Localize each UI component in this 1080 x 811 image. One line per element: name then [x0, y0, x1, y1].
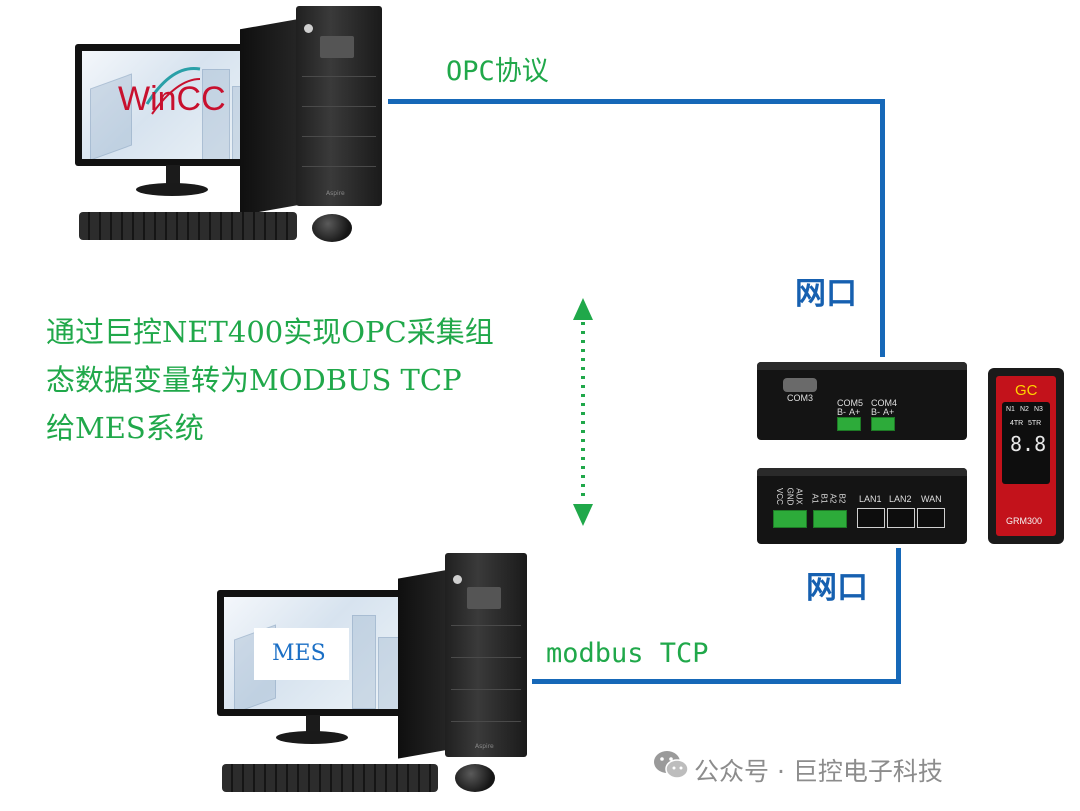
mes-screen-label: MES — [254, 628, 349, 680]
indicator-n2: N2 — [1020, 406, 1029, 413]
network-port-label-top: 网口 — [795, 276, 857, 312]
tower-side-bottom — [398, 569, 450, 759]
pin-b2: B2 — [837, 493, 847, 504]
tower-brand-bottom: Aspire — [475, 743, 494, 750]
keyboard-top — [79, 212, 297, 240]
lan2-label: LAN2 — [889, 494, 912, 504]
bus-terminal — [813, 510, 847, 528]
description-line-1: 通过巨控NET400实现OPC采集组 — [46, 315, 494, 349]
keyboard-bottom — [222, 764, 438, 792]
grm-indicator-panel — [1002, 402, 1050, 484]
com4-pin-a: A+ — [883, 407, 895, 417]
pin-a1: A1 — [810, 493, 820, 504]
wincc-swoosh-icon — [145, 66, 201, 115]
lan1-label: LAN1 — [859, 494, 882, 504]
modbus-tcp-label: modbus TCP — [546, 638, 709, 669]
gateway-device-lower: AUX GND VCC B2 A2 B1 A1 LAN1 LAN2 WAN — [757, 468, 967, 544]
tower-top: Aspire — [296, 6, 382, 206]
pin-a2: A2 — [828, 493, 838, 504]
indicator-4tr: 4TR — [1010, 420, 1024, 427]
wan-label: WAN — [921, 494, 942, 504]
gateway-device-upper: COM3 COM5 B- A+ COM4 B- A+ — [757, 362, 967, 440]
description-line-3: 给MES系统 — [46, 411, 204, 445]
pin-b1: B1 — [819, 493, 829, 504]
monitor-base-top — [136, 183, 208, 196]
front-ports — [320, 36, 354, 58]
com4-label: COM4 — [871, 398, 898, 408]
front-ports — [467, 587, 501, 609]
pin-vcc: VCC — [774, 488, 784, 505]
mouse-top — [312, 214, 352, 242]
com5-terminal — [837, 417, 861, 431]
com4-terminal — [871, 417, 895, 431]
opc-protocol-label: OPC协议 — [446, 56, 549, 87]
power-button-icon — [453, 575, 462, 584]
lan2-port — [887, 508, 915, 528]
watermark-text: 公众号 · 巨控电子科技 — [694, 757, 943, 786]
power-terminal — [773, 510, 807, 528]
tower-brand-top: Aspire — [326, 190, 345, 197]
com4-pin-b: B- — [871, 407, 880, 417]
wan-port — [917, 508, 945, 528]
monitor-base-bottom — [276, 731, 348, 744]
description-line-2: 态数据变量转为MODBUS TCP — [46, 363, 462, 397]
tower-bottom: Aspire — [445, 553, 527, 757]
modbus-connection-horizontal — [532, 679, 901, 684]
modbus-connection-vertical — [896, 548, 901, 684]
data-exchange-arrow — [573, 298, 593, 526]
indicator-n3: N3 — [1034, 406, 1043, 413]
description-text: 通过巨控NET400实现OPC采集组 态数据变量转为MODBUS TCP 给ME… — [46, 308, 546, 452]
com5-pin-b: B- — [837, 407, 846, 417]
opc-connection-vertical — [880, 99, 885, 357]
com3-port — [783, 378, 817, 392]
pin-aux: AUX — [794, 488, 804, 505]
grm-brand: GC — [1015, 382, 1038, 399]
opc-connection-horizontal — [388, 99, 885, 104]
network-port-label-bottom: 网口 — [806, 570, 868, 606]
com5-pin-a: A+ — [849, 407, 861, 417]
com3-label: COM3 — [787, 393, 814, 403]
mouse-bottom — [455, 764, 495, 792]
grm-display: 8.8 — [1010, 432, 1047, 456]
grm-module: GC N1 N2 N3 4TR 5TR 8.8 GRM300 — [988, 368, 1064, 544]
tower-side-top — [240, 18, 300, 216]
pin-gnd: GND — [785, 487, 795, 506]
com5-label: COM5 — [837, 398, 864, 408]
lan1-port — [857, 508, 885, 528]
power-button-icon — [304, 24, 313, 33]
indicator-n1: N1 — [1006, 406, 1015, 413]
grm-model: GRM300 — [1006, 516, 1043, 526]
indicator-5tr: 5TR — [1028, 420, 1042, 427]
wincc-logo-text: WinCC — [118, 80, 226, 118]
wechat-icon — [654, 751, 689, 779]
